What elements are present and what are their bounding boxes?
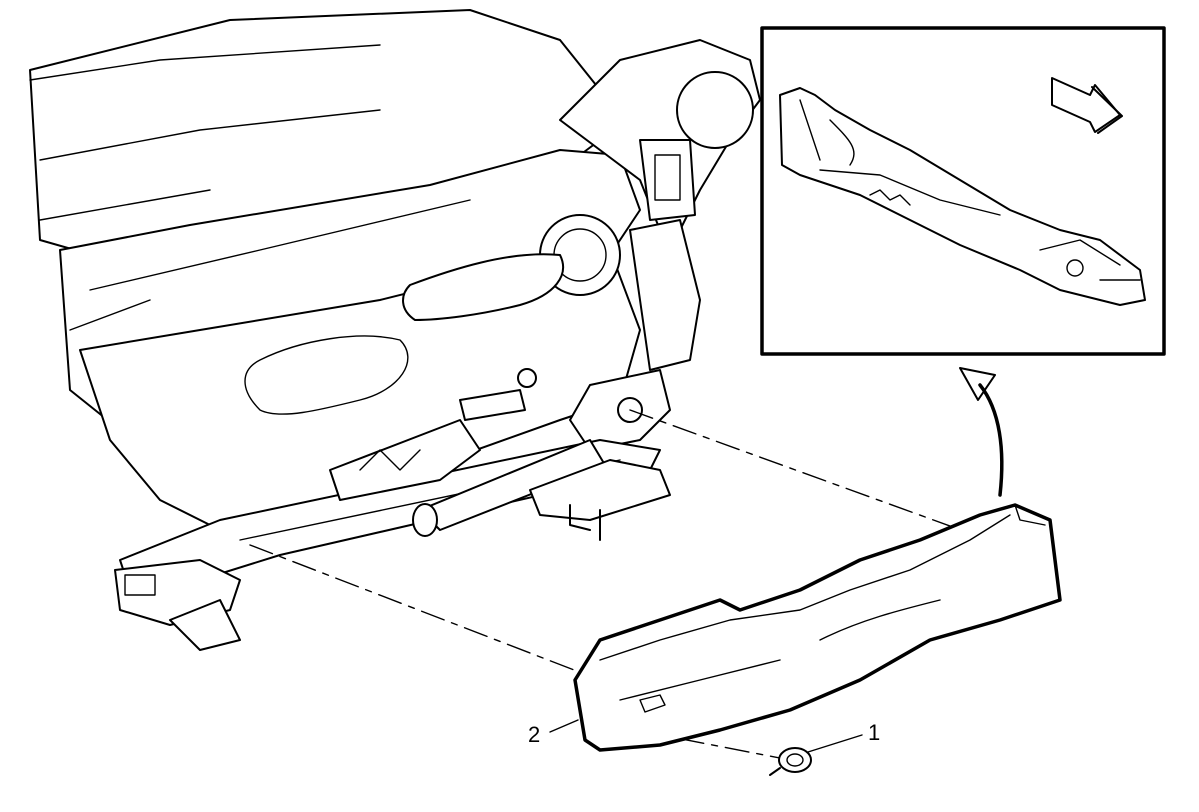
seat-outer-trim-panel — [573, 503, 1062, 752]
fastener-screw — [769, 747, 812, 776]
detail-inset — [760, 26, 1166, 356]
curved-arrow-icon — [959, 367, 1004, 497]
seat-assembly — [29, 9, 761, 531]
direction-arrow-icon — [1051, 77, 1123, 134]
callout-label-2: 2 — [528, 722, 540, 747]
callout-label-1: 1 — [868, 720, 880, 745]
seat-track — [114, 389, 671, 651]
callout-1: 1 — [807, 720, 880, 753]
callout-2: 2 — [528, 719, 579, 747]
